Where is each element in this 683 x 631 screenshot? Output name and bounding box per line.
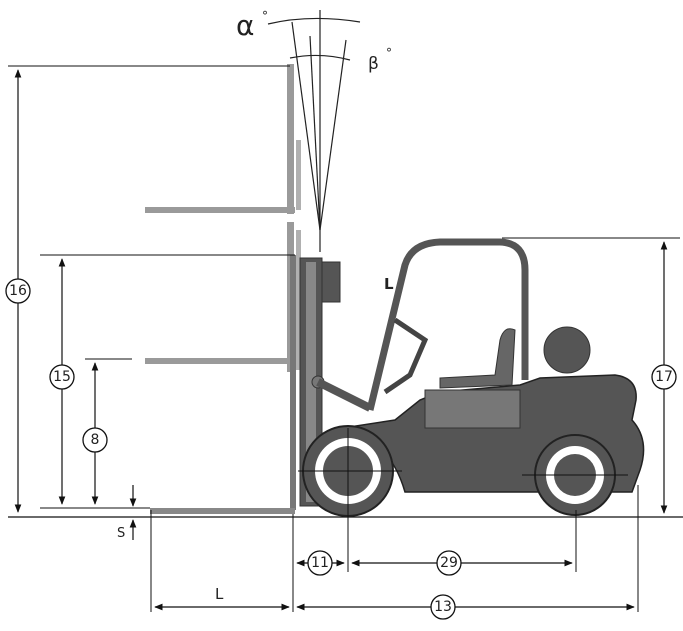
dimension-17-label: 17: [655, 369, 673, 385]
alpha-degree: °: [262, 9, 268, 23]
dimension-15-badge: 15: [49, 364, 75, 390]
dimension-13-label: 13: [434, 599, 452, 615]
dimension-16-badge: 16: [5, 278, 31, 304]
dimension-15-label: 15: [53, 369, 71, 385]
dimension-17-badge: 17: [651, 364, 677, 390]
dimension-16-label: 16: [9, 283, 27, 299]
cab-l-label: L: [384, 275, 394, 293]
tilt-lines: [267, 10, 361, 252]
beta-label: β: [368, 54, 379, 74]
beta-degree: °: [386, 46, 392, 60]
fork-clearance-label: S: [117, 526, 125, 541]
dimension-13-badge: 13: [430, 594, 456, 620]
dimension-8-badge: 8: [82, 427, 108, 453]
extension-lines: [8, 65, 680, 612]
dimension-29-badge: 29: [436, 550, 462, 576]
alpha-label: α: [236, 9, 254, 42]
dimension-8-label: 8: [91, 432, 100, 448]
dimension-11-label: 11: [311, 555, 329, 571]
mast-extended: [145, 64, 301, 372]
fork-length-label: L: [215, 585, 224, 603]
dimension-11-badge: 11: [307, 550, 333, 576]
dimension-29-label: 29: [440, 555, 458, 571]
